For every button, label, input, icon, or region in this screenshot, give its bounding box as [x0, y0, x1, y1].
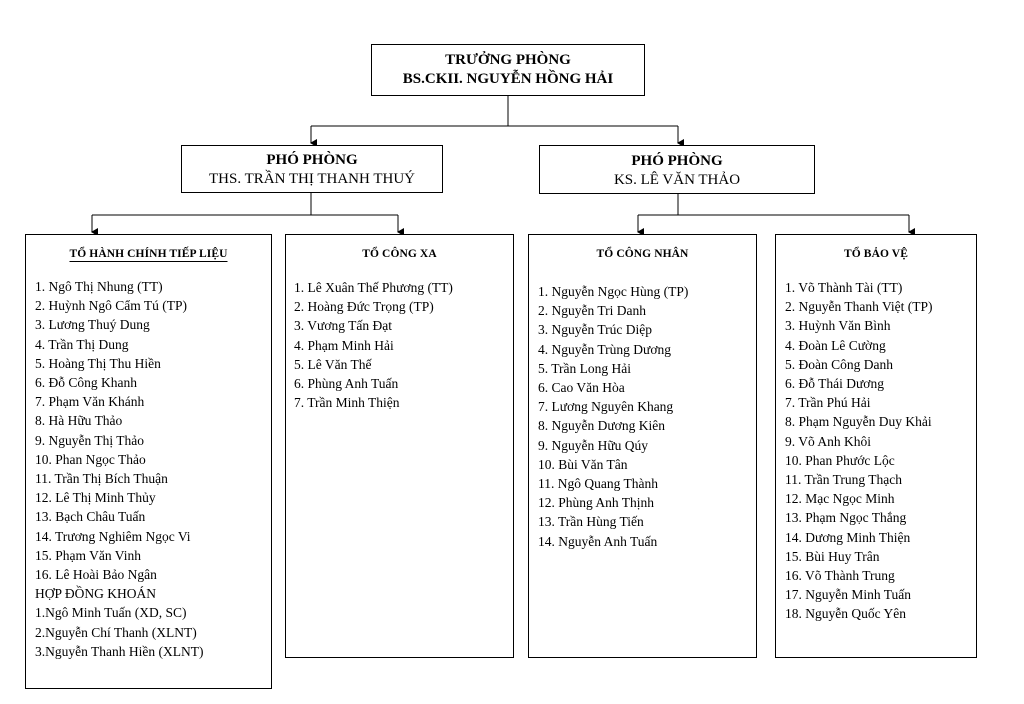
team-1-member-list: 1. Ngô Thị Nhung (TT) 2. Huỳnh Ngô Cẩm T…	[26, 277, 271, 584]
list-item: 6. Cao Văn Hòa	[538, 380, 625, 396]
list-item: 8. Phạm Nguyễn Duy Khải	[785, 414, 932, 430]
deputy-2-name: KS. LÊ VĂN THẢO	[613, 172, 741, 188]
list-item: 10. Phan Phước Lộc	[785, 452, 895, 468]
list-item: 14. Nguyễn Anh Tuấn	[538, 533, 658, 549]
list-item: 7. Lương Nguyên Khang	[538, 399, 674, 415]
contract-member-list: 1.Ngô Minh Tuấn (XD, SC) 2.Nguyễn Chí Th…	[26, 603, 271, 661]
list-item: 2. Huỳnh Ngô Cẩm Tú (TP)	[35, 298, 187, 314]
list-item: 1. Võ Thành Tài (TT)	[785, 280, 903, 295]
team-box-admin-supply: TỔ HÀNH CHÍNH TIẾP LIỆU 1. Ngô Thị Nhung…	[25, 234, 272, 689]
team-2-member-list: 1. Lê Xuân Thế Phương (TT) 2. Hoàng Đức …	[286, 278, 513, 412]
list-item: 13. Trần Hùng Tiến	[538, 514, 644, 530]
deputy-box-2: PHÓ PHÒNG KS. LÊ VĂN THẢO	[539, 145, 815, 194]
list-item: 2. Nguyễn Tri Danh	[538, 303, 647, 319]
list-item: 3. Lương Thuý Dung	[35, 317, 150, 333]
list-item: 4. Trần Thị Dung	[35, 336, 129, 352]
list-item: 8. Nguyễn Dương Kiên	[538, 418, 665, 434]
list-item: 9. Nguyễn Thị Thảo	[35, 432, 144, 448]
team-4-title: TỔ BẢO VỆ	[844, 248, 908, 260]
list-item: 12. Lê Thị Minh Thủy	[35, 490, 156, 506]
list-item: 16. Võ Thành Trung	[785, 568, 895, 584]
list-item: 4. Đoàn Lê Cường	[785, 337, 886, 353]
head-title: TRƯỞNG PHÒNG	[445, 52, 571, 68]
list-item: 2. Hoàng Đức Trọng (TP)	[294, 299, 434, 315]
list-item: 7. Trần Phú Hải	[785, 395, 871, 411]
list-item: 3. Huỳnh Văn Bình	[785, 318, 891, 334]
team-2-title: TỔ CÔNG XA	[362, 248, 437, 260]
team-box-workers: TỔ CÔNG NHÂN 1. Nguyễn Ngọc Hùng (TP) 2.…	[528, 234, 757, 658]
team-1-title: TỔ HÀNH CHÍNH TIẾP LIỆU	[69, 248, 228, 260]
list-item: 13. Bạch Châu Tuấn	[35, 509, 146, 525]
list-item: 7. Trần Minh Thiện	[294, 395, 400, 411]
list-item: 2.Nguyễn Chí Thanh (XLNT)	[35, 624, 197, 640]
contract-heading: HỢP ĐỒNG KHOÁN	[35, 586, 156, 602]
list-item: 1. Lê Xuân Thế Phương (TT)	[294, 280, 453, 295]
list-item: 5. Trần Long Hải	[538, 360, 632, 376]
list-item: 15. Bùi Huy Trân	[785, 548, 880, 564]
list-item: 11. Ngô Quang Thành	[538, 476, 658, 492]
list-item: 14. Dương Minh Thiện	[785, 529, 911, 545]
list-item: 4. Nguyễn Trùng Dương	[538, 341, 671, 357]
list-item: 5. Đoàn Công Danh	[785, 356, 893, 372]
list-item: 12. Phùng Anh Thịnh	[538, 495, 655, 511]
list-item: 10. Bùi Văn Tân	[538, 456, 628, 472]
list-item: 3. Nguyễn Trúc Diệp	[538, 322, 652, 338]
list-item: 1.Ngô Minh Tuấn (XD, SC)	[35, 605, 187, 621]
list-item: 3. Vương Tấn Đạt	[294, 318, 392, 334]
deputy-1-name: THS. TRẦN THỊ THANH THUÝ	[209, 171, 415, 187]
list-item: 1. Ngô Thị Nhung (TT)	[35, 279, 163, 294]
head-box: TRƯỞNG PHÒNG BS.CKII. NGUYỄN HỒNG HẢI	[371, 44, 645, 96]
list-item: 9. Nguyễn Hữu Qúy	[538, 437, 649, 453]
team-4-member-list: 1. Võ Thành Tài (TT) 2. Nguyễn Thanh Việ…	[776, 278, 976, 624]
list-item: 6. Phùng Anh Tuấn	[294, 376, 399, 392]
list-item: 11. Trần Trung Thạch	[785, 472, 903, 488]
list-item: 6. Đỗ Công Khanh	[35, 375, 137, 391]
list-item: 1. Nguyễn Ngọc Hùng (TP)	[538, 284, 689, 299]
deputy-box-1: PHÓ PHÒNG THS. TRẦN THỊ THANH THUÝ	[181, 145, 443, 193]
list-item: 9. Võ Anh Khôi	[785, 433, 872, 449]
team-3-member-list: 1. Nguyễn Ngọc Hùng (TP) 2. Nguyễn Tri D…	[529, 282, 756, 551]
list-item: 14. Trương Nghiêm Ngọc Vi	[35, 528, 191, 544]
list-item: 2. Nguyễn Thanh Việt (TP)	[785, 299, 933, 315]
team-box-vehicle: TỔ CÔNG XA 1. Lê Xuân Thế Phương (TT) 2.…	[285, 234, 514, 658]
deputy-1-title: PHÓ PHÒNG	[266, 152, 358, 168]
list-item: 16. Lê Hoài Bảo Ngân	[35, 567, 157, 583]
head-name: BS.CKII. NGUYỄN HỒNG HẢI	[402, 71, 614, 87]
list-item: 5. Hoàng Thị Thu Hiền	[35, 355, 161, 371]
deputy-2-title: PHÓ PHÒNG	[631, 153, 723, 169]
list-item: 11. Trần Thị Bích Thuận	[35, 471, 168, 487]
list-item: 3.Nguyễn Thanh Hiền (XLNT)	[35, 643, 204, 659]
list-item: 5. Lê Văn Thế	[294, 356, 372, 372]
team-box-security: TỔ BẢO VỆ 1. Võ Thành Tài (TT) 2. Nguyễn…	[775, 234, 977, 658]
list-item: 12. Mạc Ngọc Minh	[785, 491, 895, 507]
list-item: 8. Hà Hữu Thảo	[35, 413, 123, 429]
list-item: 17. Nguyễn Minh Tuấn	[785, 587, 912, 603]
list-item: 4. Phạm Minh Hải	[294, 337, 394, 353]
list-item: 18. Nguyễn Quốc Yên	[785, 606, 906, 622]
list-item: 15. Phạm Văn Vinh	[35, 547, 141, 563]
list-item: 6. Đỗ Thái Dương	[785, 376, 884, 392]
team-3-title: TỔ CÔNG NHÂN	[596, 248, 689, 260]
list-item: 10. Phan Ngọc Thảo	[35, 451, 146, 467]
list-item: 7. Phạm Văn Khánh	[35, 394, 145, 410]
list-item: 13. Phạm Ngọc Thắng	[785, 510, 907, 526]
